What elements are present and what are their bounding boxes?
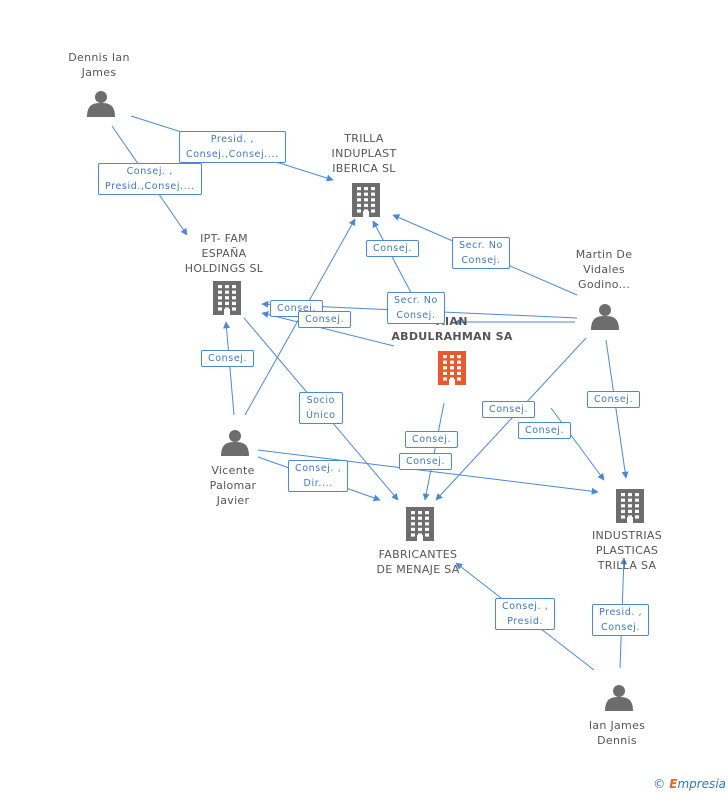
edge-label-line: Único bbox=[306, 410, 336, 421]
edge-label-line: Secr. No bbox=[394, 295, 438, 306]
edge-label-line: Consej. bbox=[373, 243, 413, 254]
node-label-line: Dennis bbox=[597, 734, 637, 747]
edge-line-11 bbox=[605, 339, 629, 479]
node-label-line: Godino... bbox=[578, 278, 630, 291]
node-label-line: Vicente bbox=[211, 464, 255, 477]
node-label-line: DE MENAJE SA bbox=[376, 563, 460, 576]
person-icon-vicente-palomar[interactable] bbox=[221, 430, 249, 456]
edge-label-line: Consej. , bbox=[502, 601, 549, 612]
edge-label-line: Socio bbox=[306, 395, 336, 406]
edge-label-line: Consej. bbox=[594, 394, 634, 405]
edge-label-line: Consej.,Consej.... bbox=[186, 149, 279, 160]
edge-label-line: Consej. , bbox=[295, 463, 342, 474]
edge-label-10[interactable]: Consej. bbox=[405, 431, 459, 448]
edge-line-13 bbox=[422, 402, 445, 501]
edge-label-line: Consej. bbox=[489, 404, 529, 415]
edge-label-13[interactable]: Consej. bbox=[399, 453, 453, 470]
edge-label-line: Consej. bbox=[277, 303, 317, 314]
edge-label-1[interactable]: Consej. , Presid.,Consej.... bbox=[98, 163, 202, 195]
node-label-line: Javier bbox=[216, 494, 250, 507]
building-icon-trilla-induplast[interactable] bbox=[352, 183, 380, 217]
edge-label-14[interactable]: Consej. , Dir.... bbox=[288, 460, 349, 492]
node-label-ipt-fam[interactable]: IPT- FAM ESPAÑA HOLDINGS SL bbox=[185, 231, 263, 276]
building-icon-fabricantes[interactable] bbox=[406, 507, 434, 541]
node-label-fabricantes[interactable]: FABRICANTES DE MENAJE SA bbox=[376, 547, 459, 577]
empresia-brand: ©Empresia bbox=[653, 777, 726, 791]
edge-label-line: Presid. bbox=[507, 616, 544, 627]
node-label-line: Palomar bbox=[209, 479, 257, 492]
edge-label-3[interactable]: Secr. No Consej. bbox=[452, 237, 510, 269]
node-label-line: Vidales bbox=[583, 263, 625, 276]
edge-label-line: Consej. bbox=[305, 314, 345, 325]
edge-label-line: Consej. bbox=[412, 434, 452, 445]
node-label-line: HOLDINGS SL bbox=[184, 262, 264, 275]
edge-label-line: Consej. bbox=[461, 255, 501, 266]
edge-label-16[interactable]: Presid. , Consej. bbox=[592, 604, 650, 636]
building-icon-ipt-fam[interactable] bbox=[213, 281, 241, 315]
node-label-line: ABDULRAHMAN SA bbox=[391, 330, 513, 343]
edge-label-line: Consej. bbox=[601, 622, 641, 633]
edge-label-line: Secr. No bbox=[459, 240, 503, 251]
building-icon-abdulrahman[interactable] bbox=[438, 351, 466, 385]
node-label-line: IPT- FAM bbox=[200, 232, 248, 245]
edge-line-8 bbox=[223, 321, 235, 416]
edge-label-line: Consej. bbox=[396, 310, 436, 321]
node-label-line: IBERICA SL bbox=[332, 162, 396, 175]
node-label-line: Dennis Ian bbox=[68, 51, 130, 64]
person-icon-martin-de-vidales[interactable] bbox=[591, 304, 619, 330]
node-label-line: Martin De bbox=[575, 248, 633, 261]
edge-label-11[interactable]: Consej. bbox=[518, 422, 572, 439]
node-label-line: PLASTICAS bbox=[595, 544, 659, 557]
edge-label-6[interactable]: Consej. bbox=[298, 311, 352, 328]
edge-label-15[interactable]: Consej. , Presid. bbox=[495, 598, 556, 630]
node-label-line: TRILLA SA bbox=[597, 559, 657, 572]
edge-label-0[interactable]: Presid. , Consej.,Consej.... bbox=[179, 131, 286, 163]
edge-line-10 bbox=[435, 337, 587, 501]
node-label-line: INDUPLAST bbox=[331, 147, 397, 160]
node-label-line: Ian James bbox=[588, 719, 646, 732]
edge-label-line: Presid.,Consej.... bbox=[105, 181, 195, 192]
edge-label-12[interactable]: Consej. bbox=[587, 391, 641, 408]
person-icon-ian-james-dennis[interactable] bbox=[605, 685, 633, 711]
node-label-trilla-induplast[interactable]: TRILLA INDUPLAST IBERICA SL bbox=[332, 131, 397, 176]
node-label-line: FABRICANTES bbox=[378, 548, 458, 561]
node-label-line: INDUSTRIAS bbox=[591, 529, 663, 542]
edge-line-14 bbox=[257, 449, 599, 495]
node-label-industrias-plasticas[interactable]: INDUSTRIAS PLASTICAS TRILLA SA bbox=[592, 528, 662, 573]
edge-label-5[interactable]: Secr. No Consej. bbox=[387, 292, 445, 324]
node-label-line: James bbox=[81, 66, 117, 79]
brand-name: mpresia bbox=[677, 777, 726, 791]
person-icon-dennis-ian-james[interactable] bbox=[87, 91, 115, 117]
node-label-line: TRILLA bbox=[344, 132, 384, 145]
edge-label-7[interactable]: Consej. bbox=[201, 350, 255, 367]
edge-label-2[interactable]: Consej. bbox=[366, 240, 420, 257]
edge-label-line: Consej. bbox=[208, 353, 248, 364]
edge-label-line: Consej. , bbox=[126, 166, 173, 177]
building-icon-industrias-plasticas[interactable] bbox=[616, 489, 644, 523]
edge-label-line: Presid. , bbox=[599, 607, 643, 618]
edge-line-12 bbox=[550, 407, 605, 481]
brand-initial: E bbox=[669, 777, 678, 791]
edge-label-line: Consej. bbox=[406, 456, 446, 467]
edge-label-line: Consej. bbox=[525, 425, 565, 436]
edge-label-line: Dir.... bbox=[303, 478, 333, 489]
edge-line-5 bbox=[261, 311, 395, 347]
node-label-line: ESPAÑA bbox=[201, 247, 247, 260]
copyright-symbol: © bbox=[653, 777, 666, 791]
edge-label-9[interactable]: Consej. bbox=[482, 401, 536, 418]
edge-label-line: Presid. , bbox=[210, 134, 254, 145]
edge-line-6 bbox=[372, 220, 417, 303]
